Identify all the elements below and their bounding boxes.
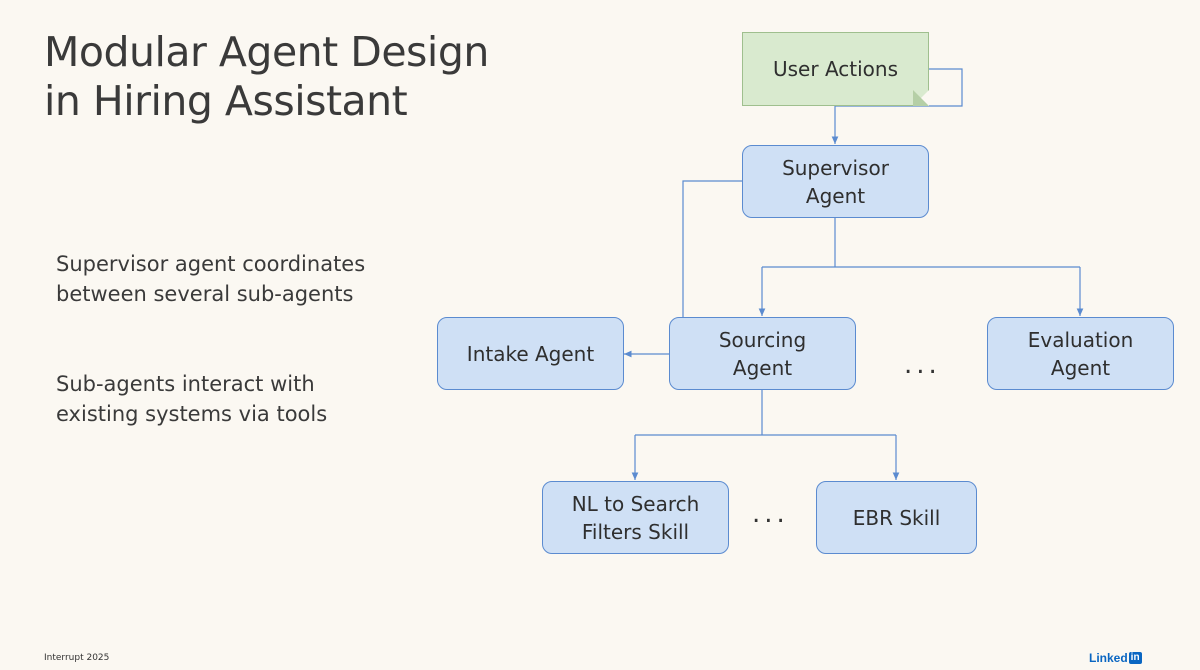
nl-search-label-line-2: Filters Skill — [581, 519, 690, 544]
nl-search-label-line-1: NL to Search — [571, 491, 700, 516]
ebr-skill-box: EBR Skill — [816, 481, 977, 554]
bullet-line: Supervisor agent coordinates — [56, 252, 366, 276]
logo-badge: in — [1128, 652, 1142, 664]
supervisor-label-line-1: Supervisor — [782, 155, 889, 180]
supervisor-label-line-2: Agent — [805, 183, 866, 208]
title-line-2: in Hiring Assistant — [44, 77, 408, 125]
ebr-label: EBR Skill — [852, 505, 941, 530]
sourcing-label-line-2: Agent — [732, 355, 793, 380]
bullet-subagents: Sub-agents interact with existing system… — [56, 369, 327, 429]
event-footer: Interrupt 2025 — [44, 653, 110, 663]
bullet-supervisor: Supervisor agent coordinates between sev… — [56, 249, 365, 309]
evaluation-label-line-2: Agent — [1050, 355, 1111, 380]
skills-ellipsis: ... — [752, 499, 789, 529]
supervisor-agent-box: Supervisor Agent — [742, 145, 929, 218]
intake-label: Intake Agent — [466, 341, 595, 366]
connector-user-loop — [831, 68, 963, 144]
logo-text: Linked — [1089, 651, 1128, 665]
note-fold — [913, 90, 929, 106]
nl-search-skill-box: NL to Search Filters Skill — [542, 481, 729, 554]
user-actions-label: User Actions — [773, 57, 898, 81]
bullet-line: existing systems via tools — [56, 402, 328, 426]
bullet-line: between several sub-agents — [56, 282, 354, 306]
title-line-1: Modular Agent Design — [44, 28, 489, 76]
agents-ellipsis: ... — [904, 350, 941, 380]
connector-supervisor-intake — [624, 180, 742, 358]
slide-title: Modular Agent Design in Hiring Assistant — [44, 28, 489, 126]
intake-agent-box: Intake Agent — [437, 317, 624, 390]
bullet-line: Sub-agents interact with — [56, 372, 315, 396]
evaluation-agent-box: Evaluation Agent — [987, 317, 1174, 390]
sourcing-label-line-1: Sourcing — [718, 327, 807, 352]
sourcing-agent-box: Sourcing Agent — [669, 317, 856, 390]
evaluation-label-line-1: Evaluation — [1027, 327, 1134, 352]
user-actions-note: User Actions — [742, 32, 929, 106]
